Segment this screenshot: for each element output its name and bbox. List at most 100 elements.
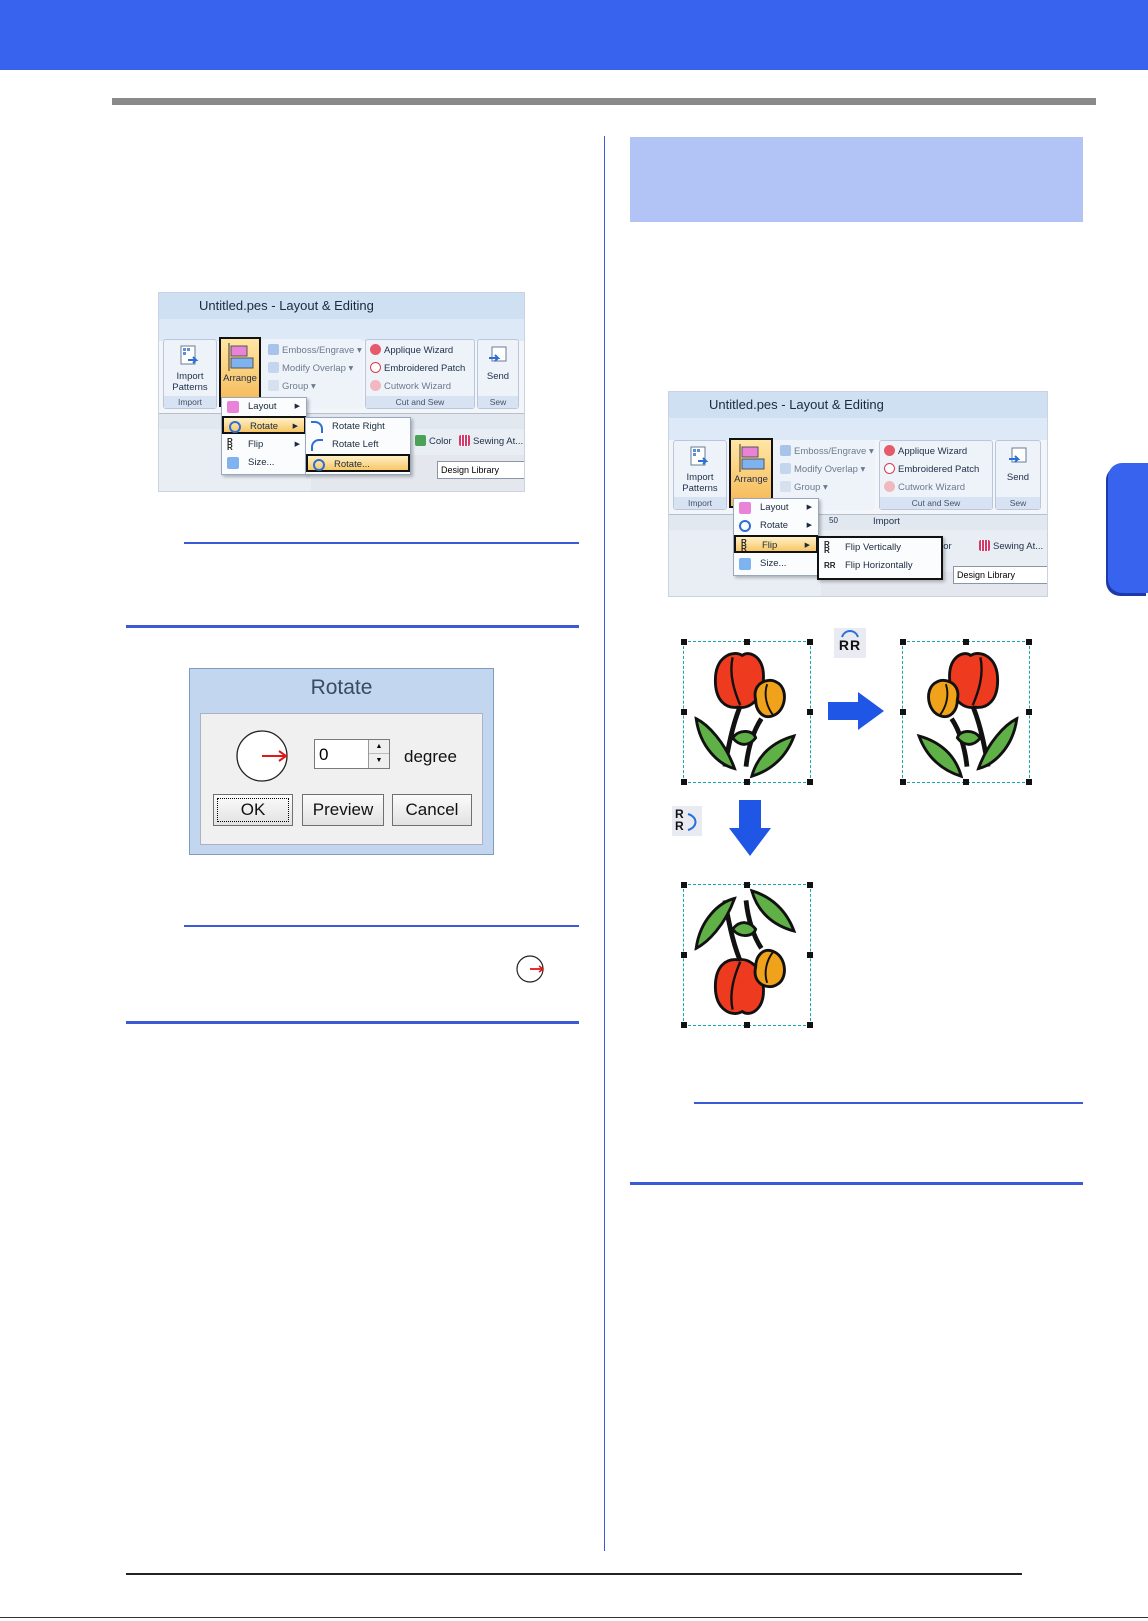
- note-rule: [184, 925, 579, 927]
- arrange-icon: [739, 444, 765, 472]
- dialog-title: Rotate: [310, 676, 373, 699]
- menu-item-rotate[interactable]: Rotate▶: [222, 416, 306, 434]
- tulip-image: [903, 642, 1029, 782]
- header-rule: [112, 98, 1096, 105]
- import-group: Import Patterns Import: [163, 339, 217, 409]
- import-patterns-icon: [180, 345, 199, 365]
- cut-and-sew-group: Applique Wizard Embroidered Patch Cutwor…: [365, 339, 475, 409]
- degree-unit: degree: [404, 747, 457, 766]
- window-title: Untitled.pes - Layout & Editing: [159, 293, 524, 319]
- modify-overlap-button[interactable]: Modify Overlap ▾: [268, 362, 353, 376]
- chapter-side-tab: [1108, 463, 1148, 593]
- embroidered-patch-button[interactable]: Embroidered Patch: [370, 362, 465, 376]
- group-button[interactable]: Group ▾: [268, 380, 316, 394]
- group-button[interactable]: Group ▾: [780, 481, 828, 495]
- cutwork-icon: [884, 481, 895, 492]
- section-heading-box: [630, 137, 1083, 222]
- sewing-icon: [979, 540, 990, 551]
- sew-group: Send Sew: [995, 440, 1041, 510]
- emboss-icon: [780, 445, 791, 456]
- menu-item-size[interactable]: Size...: [222, 454, 306, 472]
- cutwork-wizard-button[interactable]: Cutwork Wizard: [884, 481, 965, 495]
- patch-icon: [370, 362, 381, 373]
- menu-item-rotate[interactable]: Rotate▶: [734, 517, 818, 535]
- footer-rule: [126, 1573, 1022, 1575]
- sewing-tab[interactable]: Sewing At...: [979, 540, 1043, 554]
- submenu-rotate-right[interactable]: Rotate Right: [306, 418, 410, 436]
- rotation-dial-icon[interactable]: [235, 728, 291, 784]
- rotate-menu-screenshot: Untitled.pes - Layout & Editing Import P…: [158, 292, 525, 492]
- modify-overlap-button[interactable]: Modify Overlap ▾: [780, 463, 865, 477]
- import-group: Import Patterns Import: [673, 440, 727, 510]
- modify-overlap-icon: [780, 463, 791, 474]
- flip-vertical-icon: RR: [672, 806, 702, 836]
- design-library-field[interactable]: Design Library: [953, 566, 1047, 584]
- menu-item-layout[interactable]: Layout▶: [222, 398, 306, 416]
- rotate-icon: [739, 520, 751, 532]
- import-patterns-icon: [690, 446, 709, 466]
- emboss-icon: [268, 344, 279, 355]
- tulip-flipped-vertical: [681, 882, 813, 1028]
- ruler-mark: 50: [829, 516, 838, 525]
- preview-button[interactable]: Preview: [302, 794, 384, 826]
- tulip-image: [684, 642, 810, 782]
- applique-icon: [884, 445, 895, 456]
- degree-spinner[interactable]: ▲▼: [368, 740, 389, 768]
- emboss-button[interactable]: Emboss/Engrave ▾: [780, 445, 874, 459]
- submenu-rotate-left[interactable]: Rotate Left: [306, 436, 410, 454]
- import-patterns-button[interactable]: Import Patterns: [674, 445, 726, 494]
- import-patterns-button[interactable]: Import Patterns: [164, 344, 216, 393]
- applique-wizard-button[interactable]: Applique Wizard: [884, 445, 967, 459]
- import-tab[interactable]: Import: [873, 516, 900, 527]
- send-button[interactable]: Send: [996, 445, 1040, 483]
- menu-item-size[interactable]: Size...: [734, 555, 818, 573]
- rotate-dialog: Rotate 0 ▲▼ degree OK Preview Cancel: [189, 668, 494, 855]
- note-rule: [694, 1102, 1083, 1104]
- sewing-tab[interactable]: Sewing At...: [459, 435, 523, 449]
- window-title: Untitled.pes - Layout & Editing: [669, 392, 1047, 418]
- rotate-left-icon: [311, 439, 323, 451]
- send-icon: [489, 346, 507, 362]
- cutwork-wizard-button[interactable]: Cutwork Wizard: [370, 380, 451, 394]
- menu-item-layout[interactable]: Layout▶: [734, 499, 818, 517]
- flip-horizontal-icon: RR: [834, 628, 866, 658]
- size-icon: [227, 457, 239, 469]
- send-button[interactable]: Send: [478, 344, 518, 382]
- section-rule: [630, 1182, 1083, 1185]
- rotate-right-icon: [311, 421, 323, 433]
- tulip-flipped-horizontal: [900, 639, 1032, 785]
- submenu-rotate[interactable]: Rotate...: [306, 454, 410, 472]
- arrow-right-icon: [828, 692, 884, 730]
- cutwork-icon: [370, 380, 381, 391]
- tulip-image: [684, 885, 810, 1025]
- design-library-field[interactable]: Design Library: [437, 461, 524, 479]
- degree-input[interactable]: 0 ▲▼: [314, 739, 390, 769]
- column-divider: [604, 136, 605, 1551]
- color-tab[interactable]: Color: [415, 435, 452, 449]
- applique-wizard-button[interactable]: Applique Wizard: [370, 344, 453, 358]
- layout-icon: [227, 401, 239, 413]
- layout-icon: [739, 502, 751, 514]
- group-icon: [780, 481, 791, 492]
- emboss-button[interactable]: Emboss/Engrave ▾: [268, 344, 362, 358]
- arrange-group: Emboss/Engrave ▾ Modify Overlap ▾ Group …: [773, 440, 875, 510]
- rotate-icon: [229, 421, 241, 433]
- patch-icon: [884, 463, 895, 474]
- arrange-button[interactable]: Arrange: [219, 337, 261, 407]
- arrow-down-icon: [729, 800, 771, 856]
- ok-button[interactable]: OK: [213, 794, 293, 826]
- cancel-button[interactable]: Cancel: [392, 794, 472, 826]
- sewing-icon: [459, 435, 470, 446]
- send-icon: [1009, 447, 1027, 463]
- embroidered-patch-button[interactable]: Embroidered Patch: [884, 463, 979, 477]
- flip-horizontal-icon: RR: [824, 561, 836, 570]
